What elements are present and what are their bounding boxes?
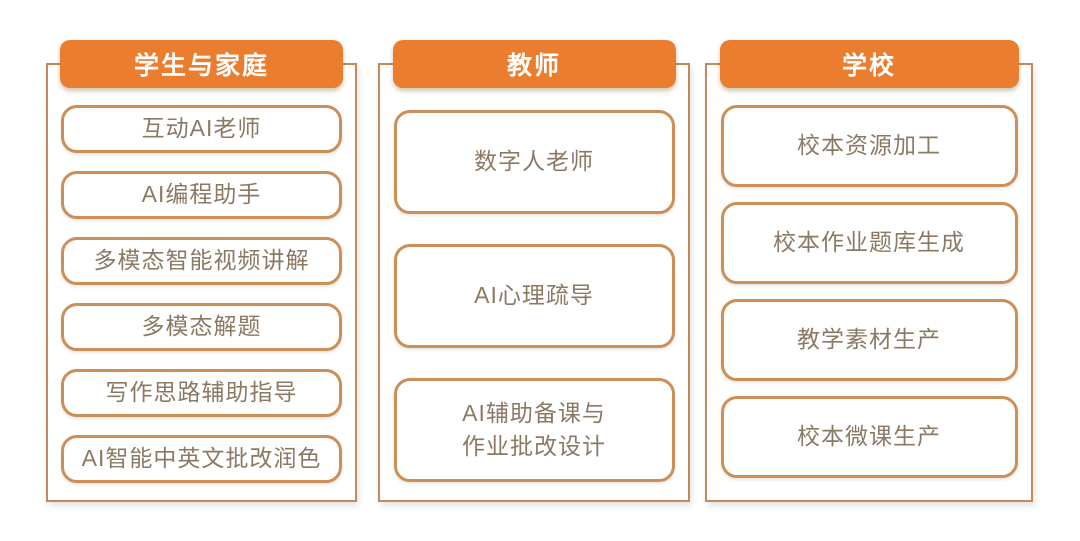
feature-item: AI编程助手 [61,171,342,219]
feature-item: 教学素材生产 [720,299,1018,381]
feature-item: AI智能中英文批改润色 [61,435,342,483]
group-body-students-families: 互动AI老师 AI编程助手 多模态智能视频讲解 多模态解题 写作思路辅助指导 A… [46,63,357,502]
feature-item: 写作思路辅助指导 [61,369,342,417]
feature-item: 多模态智能视频讲解 [61,237,342,285]
feature-item: AI辅助备课与 作业批改设计 [393,378,675,482]
feature-item: 数字人老师 [393,110,675,214]
group-header-teachers: 教师 [392,40,676,88]
feature-item: 校本微课生产 [720,396,1018,478]
feature-item: 互动AI老师 [61,105,342,153]
column-schools: 学校 校本资源加工 校本作业题库生成 教学素材生产 校本微课生产 [705,40,1033,502]
group-body-schools: 校本资源加工 校本作业题库生成 教学素材生产 校本微课生产 [705,63,1033,502]
column-students-families: 学生与家庭 互动AI老师 AI编程助手 多模态智能视频讲解 多模态解题 写作思路… [46,40,357,502]
feature-item: 多模态解题 [61,303,342,351]
group-header-students-families: 学生与家庭 [60,40,343,88]
group-body-teachers: 数字人老师 AI心理疏导 AI辅助备课与 作业批改设计 [378,63,690,502]
feature-item: AI心理疏导 [393,244,675,348]
column-teachers: 教师 数字人老师 AI心理疏导 AI辅助备课与 作业批改设计 [378,40,690,502]
group-header-schools: 学校 [719,40,1019,88]
feature-item: 校本资源加工 [720,105,1018,187]
feature-item: 校本作业题库生成 [720,202,1018,284]
